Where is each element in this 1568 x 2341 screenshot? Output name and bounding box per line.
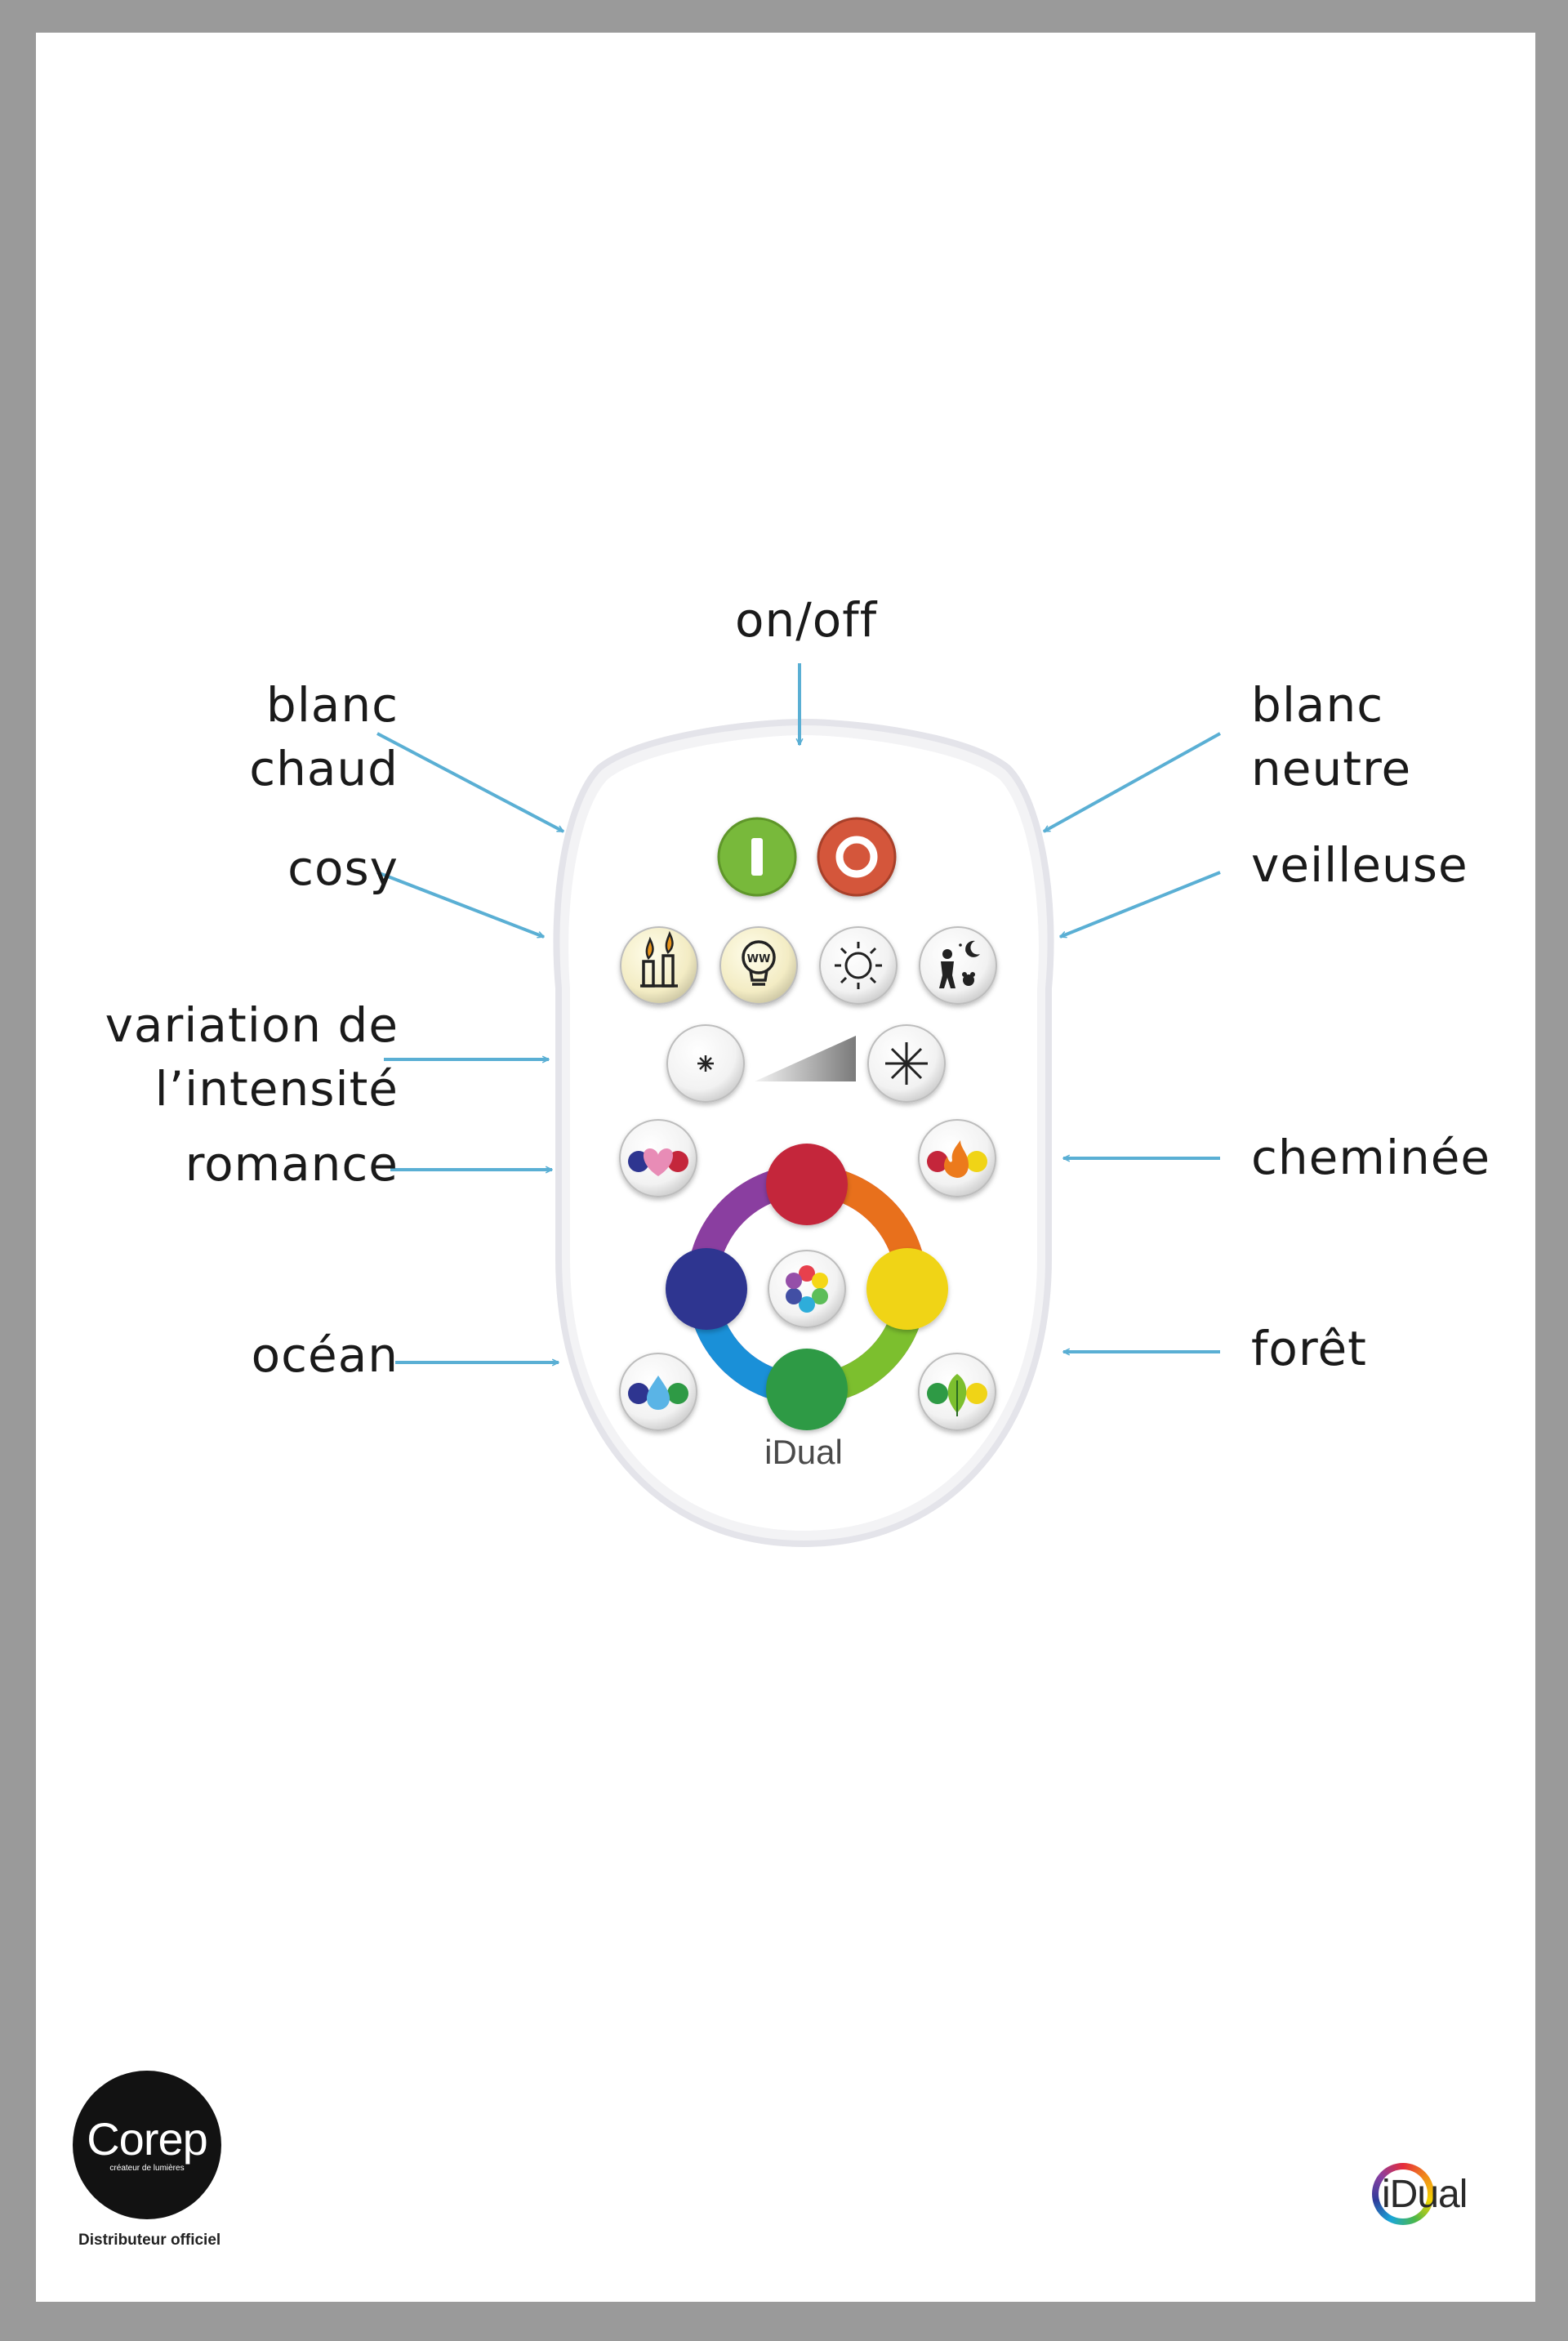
- label-on-off-text: on/off: [735, 592, 878, 648]
- color-cycle-button[interactable]: [768, 1250, 846, 1328]
- idual-logo: iDual: [1372, 2160, 1503, 2230]
- distributor-caption: Distributeur officiel: [78, 2232, 221, 2249]
- ocean-button[interactable]: [619, 1353, 697, 1431]
- water-drop-icon: [628, 1376, 688, 1410]
- label-foret-text: forêt: [1251, 1321, 1367, 1376]
- label-ocean: océan: [252, 1323, 399, 1387]
- label-foret: forêt: [1251, 1317, 1367, 1380]
- label-variation-line2: l’intensité: [154, 1061, 399, 1117]
- idual-logo-text: iDual: [1382, 2173, 1468, 2216]
- remote-diagram: WW: [376, 663, 1221, 1548]
- label-on-off: on/off: [735, 588, 877, 652]
- sun-icon: [835, 942, 882, 989]
- neutral-white-button[interactable]: WW: [719, 926, 798, 1005]
- label-blanc-chaud-line2: chaud: [249, 741, 399, 796]
- small-star-icon: [697, 1055, 714, 1072]
- dim-up-button[interactable]: [867, 1024, 946, 1103]
- label-cheminee-text: cheminée: [1251, 1130, 1491, 1185]
- red-color-button[interactable]: [766, 1144, 848, 1225]
- remote-brand: iDual: [764, 1433, 843, 1471]
- romance-button[interactable]: [619, 1119, 697, 1197]
- label-blanc-neutre: blanc neutre: [1251, 673, 1411, 800]
- yellow-color-button[interactable]: [866, 1248, 948, 1330]
- label-variation-line1: variation de: [105, 997, 399, 1053]
- label-cosy-text: cosy: [287, 841, 399, 896]
- label-variation: variation de l’intensité: [105, 993, 399, 1121]
- flame-icon: [927, 1140, 987, 1178]
- fireplace-button[interactable]: [918, 1119, 996, 1197]
- leaf-icon: [927, 1374, 987, 1416]
- poster-sheet: WW: [36, 33, 1535, 2302]
- corep-logo-tagline: créateur de lumières: [109, 2164, 185, 2173]
- label-ocean-text: océan: [251, 1327, 399, 1383]
- label-blanc-neutre-line2: neutre: [1251, 741, 1412, 796]
- label-blanc-chaud: blanc chaud: [249, 673, 399, 800]
- corep-logo: Corep créateur de lumières: [73, 2071, 221, 2219]
- dim-down-button[interactable]: [666, 1024, 745, 1103]
- warm-white-button[interactable]: [620, 926, 698, 1005]
- corep-logo-name: Corep: [87, 2113, 208, 2165]
- heart-icon: [628, 1148, 688, 1176]
- arrow-cosy: [376, 871, 545, 939]
- label-romance-text: romance: [185, 1136, 399, 1192]
- intensity-ramp: [755, 1036, 856, 1081]
- night-light-button[interactable]: [919, 926, 997, 1005]
- child-moon-icon: [939, 940, 980, 988]
- label-cosy: cosy: [287, 836, 399, 900]
- candles-icon: [640, 930, 678, 988]
- label-cheminee: cheminée: [1251, 1126, 1490, 1189]
- arrow-veilleuse: [1059, 871, 1221, 939]
- power-off-icon: [835, 836, 878, 878]
- cosy-button[interactable]: [819, 926, 898, 1005]
- label-veilleuse: veilleuse: [1251, 833, 1468, 897]
- label-romance: romance: [185, 1132, 399, 1196]
- green-color-button[interactable]: [766, 1349, 848, 1430]
- forest-button[interactable]: [918, 1353, 996, 1431]
- arrow-blanc-neutre: [1043, 732, 1221, 833]
- arrow-blanc-chaud: [376, 732, 564, 833]
- large-star-icon: [885, 1042, 928, 1085]
- off-button[interactable]: [817, 817, 897, 897]
- label-veilleuse-text: veilleuse: [1251, 837, 1468, 893]
- on-button[interactable]: [717, 817, 797, 897]
- svg-text:WW: WW: [747, 953, 771, 965]
- callout-arrows: [376, 663, 1221, 1367]
- bulb-icon: WW: [742, 940, 776, 986]
- remote-body: [553, 718, 1054, 1548]
- blue-color-button[interactable]: [666, 1248, 747, 1330]
- color-cycle-icon: [786, 1265, 828, 1313]
- idual-logo-ring: [1372, 2163, 1434, 2225]
- label-blanc-chaud-line1: blanc: [265, 677, 399, 733]
- label-blanc-neutre-line1: blanc: [1251, 677, 1384, 733]
- power-on-icon: [751, 838, 763, 876]
